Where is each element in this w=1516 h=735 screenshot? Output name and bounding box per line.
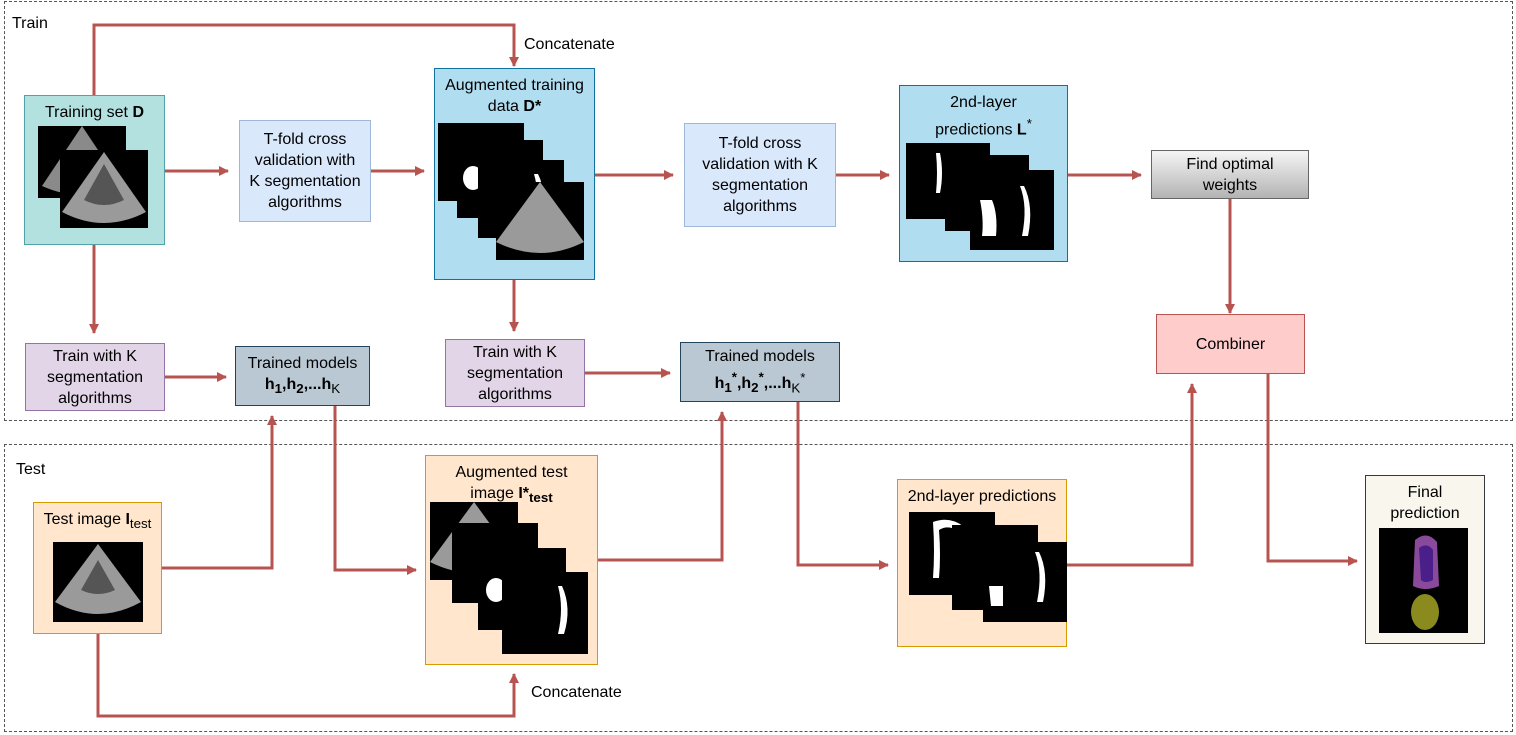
train-k-label-1: Train with K segmentation algorithms (46, 347, 144, 407)
concatenate-label-bottom: Concatenate (531, 684, 622, 701)
final-prediction-label: Final prediction (1390, 484, 1460, 522)
tfold-cv-box-2: T-fold cross validation with K segmentat… (684, 123, 836, 227)
train-k-box-2: Train with K segmentation algorithms (445, 339, 585, 407)
train-region-label: Train (12, 15, 48, 32)
segmentation-result-thumbnail (1379, 528, 1468, 633)
arrow-combiner-to-final (1266, 374, 1358, 566)
mask-thumbnail (502, 572, 588, 654)
concatenate-label-top: Concatenate (524, 36, 615, 53)
ultrasound-thumbnail (60, 150, 148, 228)
train-k-box-1: Train with K segmentation algorithms (25, 343, 165, 411)
tfold-cv-label-1: T-fold cross validation with K segmentat… (249, 131, 361, 211)
combiner-label: Combiner (1195, 335, 1266, 353)
tfold-cv-box-1: T-fold cross validation with K segmentat… (239, 120, 371, 222)
combiner-box: Combiner (1156, 314, 1305, 374)
find-optimal-weights-label: Find optimal weights (1186, 155, 1274, 194)
mask-thumbnail (970, 170, 1054, 250)
tfold-cv-label-2: T-fold cross validation with K segmentat… (702, 135, 818, 215)
arrow-models1-to-augtest (333, 406, 417, 575)
arrow-layer2test-to-combiner (1067, 383, 1197, 567)
train-k-label-2: Train with K segmentation algorithms (466, 343, 564, 403)
arrow-trainset-to-concat (92, 23, 519, 95)
train-region (4, 1, 1513, 421)
arrow-testimg-to-concat (96, 634, 519, 718)
find-optimal-weights-box: Find optimal weights (1151, 150, 1309, 199)
test-image-label: Test image Itest (43, 511, 152, 532)
arrow-testimg-to-models1 (162, 415, 277, 570)
arrow-augtest-to-models2 (598, 411, 727, 562)
ultrasound-thumbnail (53, 542, 143, 622)
test-region (4, 444, 1513, 732)
test-region-label: Test (16, 461, 46, 478)
mask-thumbnail (983, 542, 1067, 622)
ultrasound-thumbnail (496, 182, 584, 260)
training-set-label: Training set D (44, 104, 144, 121)
arrow-models2-to-layer2test (796, 402, 889, 570)
second-layer-test-label: 2nd-layer predictions (907, 488, 1057, 505)
